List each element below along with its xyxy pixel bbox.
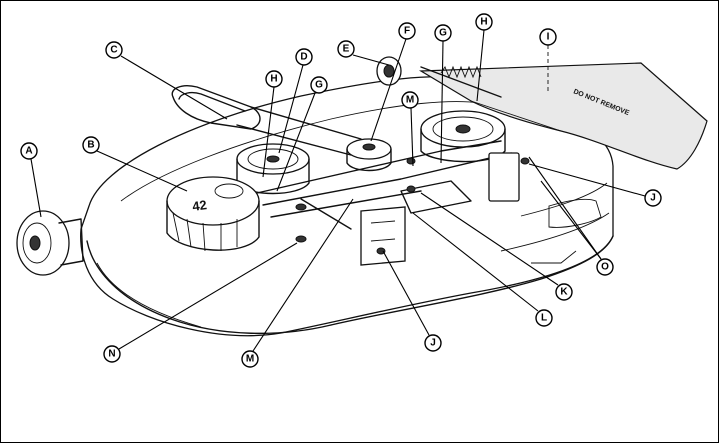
idler-arm-bracket: [295, 152, 530, 266]
callout-i: I: [539, 28, 557, 46]
callout-c: C: [105, 41, 123, 59]
callout-o: O: [596, 258, 614, 276]
svg-text:E: E: [343, 44, 350, 55]
svg-text:G: G: [315, 80, 323, 91]
gauge-wheel: [16, 210, 84, 276]
callout-g-right: G: [434, 24, 452, 42]
svg-text:N: N: [108, 349, 115, 360]
spindle-42-mark: 42: [191, 197, 207, 214]
spring-assembly: [376, 56, 502, 98]
callout-n: N: [103, 345, 121, 363]
svg-text:I: I: [547, 32, 550, 43]
svg-text:L: L: [541, 313, 547, 324]
drive-belts: [171, 85, 512, 230]
callout-e: E: [337, 40, 355, 58]
svg-text:M: M: [246, 354, 254, 365]
callout-k: K: [555, 283, 573, 301]
callout-b: B: [82, 136, 100, 154]
svg-text:H: H: [270, 74, 277, 85]
svg-text:O: O: [601, 262, 609, 273]
svg-text:F: F: [404, 26, 410, 37]
callout-m-bottom: M: [241, 350, 259, 368]
center-spindle-pulley: [236, 143, 310, 195]
svg-text:J: J: [430, 338, 436, 349]
callout-f: F: [398, 22, 416, 40]
svg-text:B: B: [87, 140, 94, 151]
callouts: A B C D E F G G H H I J J: [20, 13, 662, 368]
callout-h-right: H: [475, 13, 493, 31]
callout-l: L: [535, 309, 553, 327]
svg-text:D: D: [300, 52, 307, 63]
callout-j-bottom: J: [424, 334, 442, 352]
callout-m-top: M: [401, 91, 419, 109]
callout-j-right: J: [644, 189, 662, 207]
svg-text:A: A: [25, 146, 32, 157]
svg-text:C: C: [110, 45, 117, 56]
left-spindle-cover: 42: [166, 176, 260, 252]
svg-text:K: K: [560, 287, 568, 298]
callout-a: A: [20, 142, 38, 160]
svg-text:J: J: [650, 193, 656, 204]
callout-g-center: G: [310, 76, 328, 94]
svg-text:M: M: [406, 95, 414, 106]
belt-shield: DO NOT REMOVE: [418, 45, 708, 170]
svg-text:G: G: [439, 28, 447, 39]
callout-d: D: [295, 48, 313, 66]
callout-h-left: H: [265, 70, 283, 88]
svg-text:H: H: [480, 17, 487, 28]
